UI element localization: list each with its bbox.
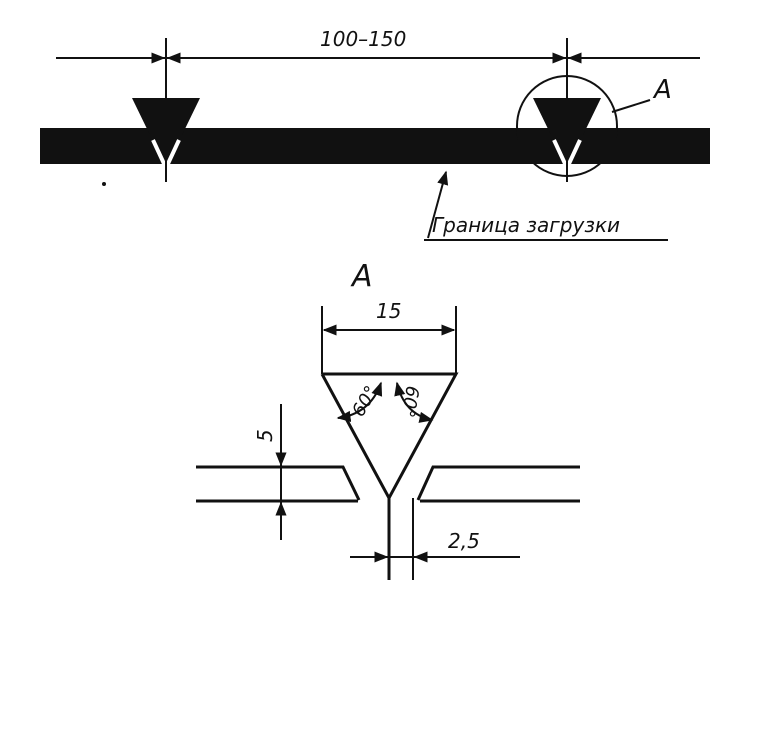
detail-view: A 15 60° 60° 5 2,5 [196,259,580,580]
spacing-dimension-label: 100–150 [320,27,406,51]
angle-right-label: 60° [397,384,423,419]
width-label: 15 [376,299,401,323]
angle-arc-right [394,381,434,423]
depth-label: 5 [253,429,277,442]
slot-width-label: 2,5 [448,529,480,553]
callout-leader [611,99,651,113]
notch-profile [320,372,459,502]
angle-arc-left [336,381,383,422]
detail-title: A [350,259,373,294]
top-view: 100–150 A Граница загрузки [40,27,710,241]
boundary-label: Граница загрузки [432,213,620,237]
boundary-leader [427,170,449,239]
callout-label-a: A [652,75,672,105]
plate-left-top [196,465,361,501]
speck [102,182,106,186]
plate-right-top [416,465,580,501]
